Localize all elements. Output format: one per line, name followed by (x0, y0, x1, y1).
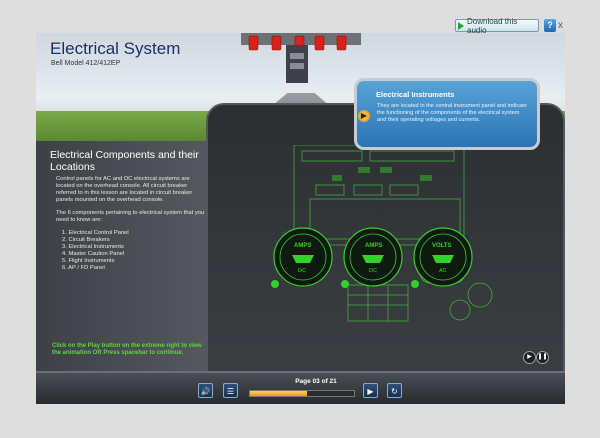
list-item: 1. Electrical Control Panel (62, 230, 129, 236)
gauge1-label: AMPS (294, 243, 312, 249)
callout-text: They are located in the central instrume… (377, 103, 527, 123)
gauge2-label: AMPS (365, 243, 383, 249)
lesson-frame: Electrical System Bell Model 412/412EP (36, 33, 565, 404)
arrow-right-icon: ▶ (358, 110, 370, 122)
lesson-paragraph-1: Control panels for AC and DC electrical … (56, 176, 193, 203)
next-button[interactable]: ▶ (363, 383, 378, 398)
list-item: 2. Circuit Breakers (62, 237, 110, 243)
list-item: 5. Flight Instruments (62, 258, 115, 264)
list-item: 6. AP / FD Panel (62, 265, 105, 271)
progress-bar (249, 390, 355, 397)
list-item: 4. Master Caution Panel (62, 251, 125, 257)
replay-small-icon[interactable]: ▶ (523, 351, 536, 364)
page-subtitle: Bell Model 412/412EP (51, 60, 121, 67)
progress-fill (250, 391, 308, 396)
help-button[interactable]: ? (544, 19, 556, 32)
pause-icon[interactable]: ❚❚ (536, 351, 549, 364)
components-list: 1. Electrical Control Panel 2. Circuit B… (56, 230, 206, 272)
transcript-icon[interactable]: ☰ (223, 383, 238, 398)
page-counter: Page 03 of 21 (295, 378, 337, 385)
gauge1-sub: DC (298, 268, 306, 274)
gauge2-sub: DC (369, 268, 377, 274)
close-button[interactable]: x (558, 20, 563, 31)
gauge3-label: VOLTS (432, 243, 452, 249)
section-title: Electrical Components and their Location… (50, 149, 199, 173)
play-icon (458, 21, 464, 30)
download-audio-label: Download this audio (467, 16, 518, 35)
download-audio-button[interactable]: Download this audio (455, 16, 539, 35)
lesson-body: Control panels for AC and DC electrical … (56, 176, 206, 272)
overhead-switches (241, 33, 361, 83)
info-callout (354, 78, 540, 150)
electrical-gauges (271, 227, 473, 288)
instruction-text: Click on the Play button on the extreme … (52, 343, 202, 356)
page-title: Electrical System (50, 39, 181, 58)
lesson-paragraph-2: The 6 components pertaining to electrica… (56, 210, 205, 223)
list-item: 3. Electrical Instruments (62, 244, 124, 250)
speaker-icon[interactable]: 🔊 (198, 383, 213, 398)
bottom-toolbar (36, 371, 565, 404)
left-panel (36, 141, 208, 381)
replay-button[interactable]: ↻ (387, 383, 402, 398)
gauge3-sub: AC (439, 268, 447, 274)
callout-title: Electrical Instruments (376, 90, 455, 99)
